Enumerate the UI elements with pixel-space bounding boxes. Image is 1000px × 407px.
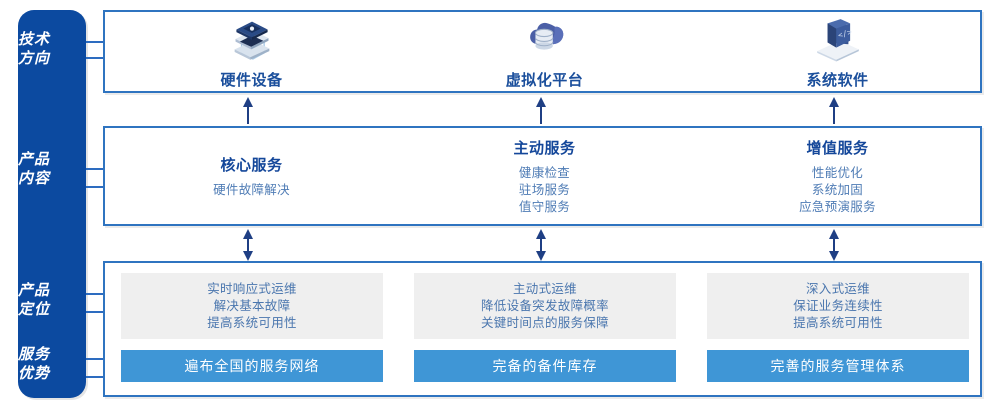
arrow-up-hardware — [241, 96, 255, 129]
content-column-core[interactable]: 核心服务 硬件故障解决 — [105, 128, 398, 224]
position-line: 深入式运维 — [805, 281, 870, 296]
rail-label-line2: 优势 — [17, 365, 50, 382]
position-line: 关键时间点的服务保障 — [480, 315, 609, 330]
rail-label-line2: 定位 — [17, 301, 50, 318]
tech-direction-section: 硬件设备 虚拟化平台 — [103, 10, 982, 93]
tech-label-virtualization: 虚拟化平台 — [505, 72, 584, 89]
connector-content-1 — [86, 168, 105, 170]
content-item: 硬件故障解决 — [213, 182, 290, 197]
tech-label-hardware: 硬件设备 — [220, 72, 283, 89]
position-line: 提高系统可用性 — [793, 315, 883, 330]
position-advantage-section: 实时响应式运维 解决基本故障 提高系统可用性 主动式运维 降低设备突发故障概率 … — [103, 261, 982, 397]
rail-label-line2: 内容 — [17, 170, 50, 187]
rail-label-product-content: 产品 内容 — [0, 150, 68, 188]
connector-tech-1 — [86, 41, 105, 43]
tech-column-system-software[interactable]: </> 系统软件 — [691, 12, 984, 91]
connector-advantage-2 — [86, 376, 105, 378]
rail-label-line1: 产品 — [17, 282, 50, 299]
tech-column-hardware[interactable]: 硬件设备 — [105, 12, 398, 91]
rail-label-service-advantage: 服务 优势 — [0, 345, 68, 383]
position-card-realtime[interactable]: 实时响应式运维 解决基本故障 提高系统可用性 — [121, 273, 383, 339]
rail-label-product-position: 产品 定位 — [0, 281, 68, 319]
advantage-bar-label: 完备的备件库存 — [492, 358, 598, 374]
rail-label-tech-direction: 技术 方向 — [0, 30, 68, 68]
arrow-double-value-added — [827, 229, 841, 266]
svg-text:</>: </> — [836, 27, 852, 40]
laptop-code-icon: </> — [810, 13, 866, 65]
tech-label-system-software: 系统软件 — [806, 72, 869, 89]
position-line: 保证业务连续性 — [793, 298, 883, 313]
arrow-up-virtualization — [534, 96, 548, 129]
tech-column-virtualization[interactable]: 虚拟化平台 — [398, 12, 691, 91]
position-card-indepth[interactable]: 深入式运维 保证业务连续性 提高系统可用性 — [707, 273, 969, 339]
content-title-value-added: 增值服务 — [806, 139, 869, 157]
content-item: 驻场服务 — [518, 182, 571, 197]
arrow-double-proactive — [534, 229, 548, 266]
connector-tech-2 — [86, 57, 105, 59]
advantage-bar-label: 遍布全国的服务网络 — [184, 358, 320, 374]
advantage-bar-label: 完善的服务管理体系 — [770, 358, 906, 374]
advantage-bar-management-system[interactable]: 完善的服务管理体系 — [707, 350, 969, 382]
position-line: 提高系统可用性 — [207, 315, 297, 330]
connector-advantage-1 — [86, 358, 105, 360]
cloud-database-icon — [517, 13, 573, 65]
rail-label-line1: 服务 — [17, 346, 50, 363]
content-column-proactive[interactable]: 主动服务 健康检查 驻场服务 值守服务 — [398, 128, 691, 224]
category-rail — [18, 10, 86, 398]
connector-content-2 — [86, 186, 105, 188]
content-item: 系统加固 — [811, 182, 864, 197]
rail-label-line1: 产品 — [17, 151, 50, 168]
rail-label-line1: 技术 — [17, 31, 50, 48]
content-title-core: 核心服务 — [220, 156, 283, 174]
arrow-up-system-software — [827, 96, 841, 129]
position-line: 主动式运维 — [512, 281, 577, 296]
server-stack-icon — [224, 13, 280, 65]
position-line: 降低设备突发故障概率 — [480, 298, 609, 313]
position-line: 解决基本故障 — [213, 298, 291, 313]
content-item: 健康检查 — [518, 165, 571, 180]
advantage-bar-spare-parts[interactable]: 完备的备件库存 — [414, 350, 676, 382]
advantage-bar-service-network[interactable]: 遍布全国的服务网络 — [121, 350, 383, 382]
content-item: 性能优化 — [811, 165, 864, 180]
position-card-proactive[interactable]: 主动式运维 降低设备突发故障概率 关键时间点的服务保障 — [414, 273, 676, 339]
content-column-value-added[interactable]: 增值服务 性能优化 系统加固 应急预演服务 — [691, 128, 984, 224]
product-content-section: 核心服务 硬件故障解决 主动服务 健康检查 驻场服务 值守服务 增值服务 性能优… — [103, 126, 982, 226]
content-item: 应急预演服务 — [799, 199, 876, 214]
content-title-proactive: 主动服务 — [513, 139, 576, 157]
arrow-double-core — [241, 229, 255, 266]
connector-position-1 — [86, 293, 105, 295]
rail-label-line2: 方向 — [17, 50, 50, 67]
connector-position-2 — [86, 311, 105, 313]
content-item: 值守服务 — [518, 199, 571, 214]
position-line: 实时响应式运维 — [207, 281, 297, 296]
